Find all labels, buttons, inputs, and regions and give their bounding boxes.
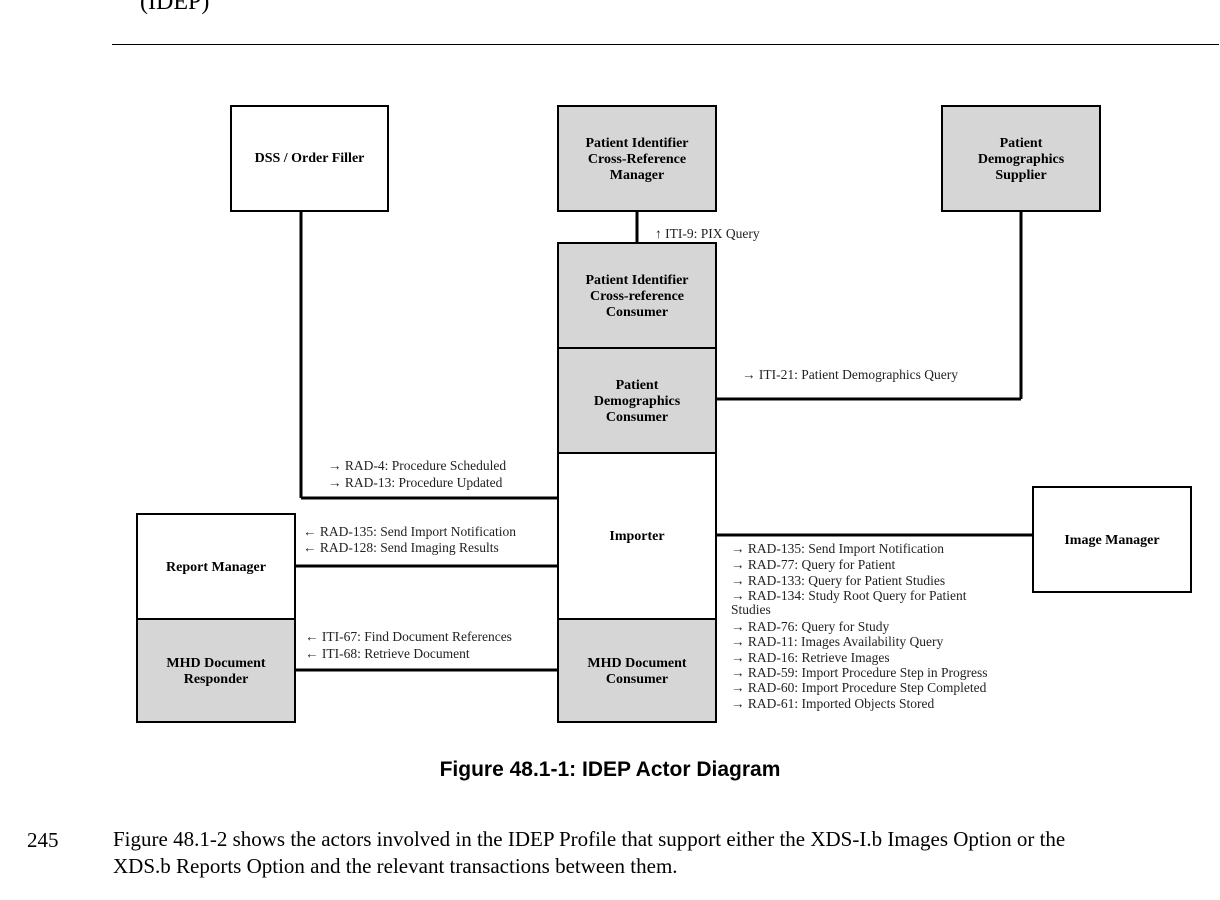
actor-pix-manager: Patient Identifier Cross-Reference Manag… <box>557 105 717 212</box>
actor-mhd-document-responder: MHD Document Responder <box>136 618 296 723</box>
actor-image-manager: Image Manager <box>1032 486 1192 593</box>
actor-box <box>557 347 717 454</box>
actor-importer: Importer <box>557 452 717 620</box>
actor-label: Supplier <box>995 168 1046 183</box>
actor-label: Patient Identifier <box>585 136 688 151</box>
previous-page-heading-fragment: (IDEP) <box>140 0 210 15</box>
actor-label: Importer <box>609 529 664 544</box>
actor-label: Manager <box>610 168 664 183</box>
actor-label: DSS / Order Filler <box>255 151 365 166</box>
actor-label: Patient Identifier <box>585 273 688 288</box>
actor-label: Demographics <box>594 394 681 409</box>
transaction-label: → RAD-76: Query for Study <box>731 619 889 634</box>
actor-label: Cross-reference <box>590 289 684 304</box>
transaction-label: → RAD-59: Import Procedure Step in Progr… <box>731 665 987 680</box>
actor-box <box>136 618 296 723</box>
actor-mhd-document-consumer: MHD Document Consumer <box>557 618 717 723</box>
actor-box <box>1032 486 1192 593</box>
transaction-label: → RAD-11: Images Availability Query <box>731 634 943 649</box>
transaction-label: → RAD-134: Study Root Query for Patient <box>731 588 967 603</box>
actor-label: MHD Document <box>166 656 265 671</box>
actor-box <box>136 513 296 620</box>
actor-patient-demographics-supplier: Patient Demographics Supplier <box>941 105 1101 212</box>
actor-box <box>557 105 717 212</box>
transaction-label: → RAD-60: Import Procedure Step Complete… <box>731 680 987 695</box>
actor-label: Consumer <box>606 410 668 425</box>
transaction-label: ← ITI-68: Retrieve Document <box>305 646 470 661</box>
actor-label: Cross-Reference <box>588 152 686 167</box>
actor-box <box>557 452 717 620</box>
transaction-label: ← RAD-128: Send Imaging Results <box>303 540 499 555</box>
transaction-labels-dss-importer: → RAD-4: Procedure Scheduled → RAD-13: P… <box>328 458 506 490</box>
actor-pix-consumer: Patient Identifier Cross-reference Consu… <box>557 242 717 349</box>
actor-dss-order-filler: DSS / Order Filler <box>230 105 389 212</box>
transaction-label: → RAD-16: Retrieve Images <box>731 650 890 665</box>
transaction-label: ← ITI-67: Find Document References <box>305 629 512 644</box>
transaction-label: → RAD-133: Query for Patient Studies <box>731 573 945 588</box>
transaction-labels-report-manager: ← RAD-135: Send Import Notification ← RA… <box>303 524 516 555</box>
figure-caption: Figure 48.1-1: IDEP Actor Diagram <box>439 758 781 781</box>
actor-label: Patient <box>1000 136 1043 151</box>
transaction-label: → RAD-135: Send Import Notification <box>731 541 944 556</box>
actor-label: Demographics <box>978 152 1065 167</box>
transaction-label: Studies <box>731 602 771 617</box>
actor-patient-demographics-consumer: Patient Demographics Consumer <box>557 347 717 454</box>
actor-label: Report Manager <box>166 560 266 575</box>
actor-box <box>941 105 1101 212</box>
actor-box <box>230 105 389 212</box>
transaction-label: → RAD-77: Query for Patient <box>731 557 895 572</box>
actor-label: Image Manager <box>1064 533 1159 548</box>
transaction-label: → RAD-13: Procedure Updated <box>328 475 503 490</box>
line-number: 245 <box>27 828 59 852</box>
actor-label: MHD Document <box>587 656 686 671</box>
transaction-labels-image-manager: → RAD-135: Send Import Notification → RA… <box>731 541 987 711</box>
transaction-label: → RAD-4: Procedure Scheduled <box>328 458 506 473</box>
transaction-label-pix-query: ↑ ITI-9: PIX Query <box>655 226 760 241</box>
transaction-label-pdq: → ITI-21: Patient Demographics Query <box>742 367 958 382</box>
actor-label: Consumer <box>606 672 668 687</box>
actor-report-manager: Report Manager <box>136 513 296 620</box>
transaction-label: ← RAD-135: Send Import Notification <box>303 524 516 539</box>
header-rule <box>112 44 1219 45</box>
actor-box <box>557 618 717 723</box>
transaction-labels-mhd: ← ITI-67: Find Document References ← ITI… <box>305 629 512 661</box>
actor-label: Responder <box>184 672 249 687</box>
actor-label: Consumer <box>606 305 668 320</box>
actor-label: Patient <box>616 378 659 393</box>
body-paragraph: Figure 48.1-2 shows the actors involved … <box>113 827 1066 878</box>
transaction-label: → RAD-61: Imported Objects Stored <box>731 696 934 711</box>
